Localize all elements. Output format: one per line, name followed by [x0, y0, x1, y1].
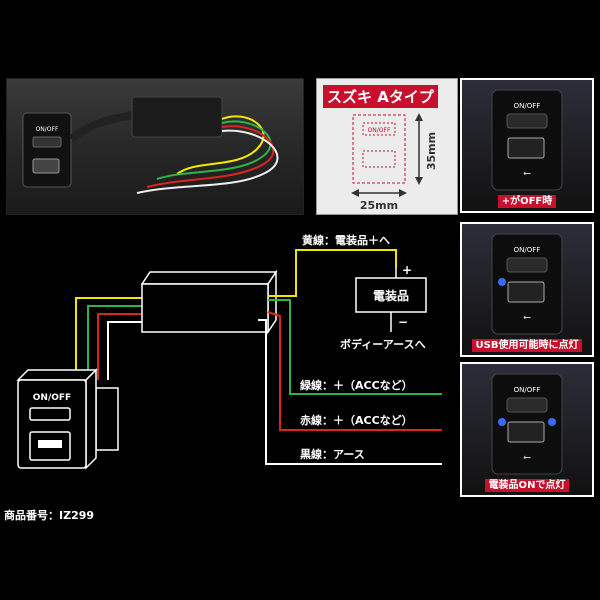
- red-wire: [146, 125, 275, 188]
- outline-usb: [362, 150, 396, 168]
- yellow-wire-out: [268, 249, 397, 297]
- usb-icon: ⭠: [523, 452, 531, 463]
- photo-accessory-on-state: ON/OFF ⭠ 電装品ONで点灯: [460, 362, 594, 497]
- photo-caption: 電装品ONで点灯: [462, 476, 592, 492]
- width-label: 25mm: [360, 199, 398, 212]
- switch-drawing: ON/OFF ⭠: [491, 233, 563, 335]
- height-arrow-bottom: [415, 177, 423, 185]
- rocker-button: [32, 136, 62, 148]
- accessory-box: [355, 277, 427, 313]
- plus-sign: +: [402, 263, 412, 277]
- diagram-switch-label: ON/OFF: [33, 393, 71, 403]
- dimension-drawing: ON/OFF 35mm 25mm: [351, 113, 438, 212]
- black-wire-out: [258, 319, 442, 465]
- usb-icon: ⭠: [523, 168, 531, 179]
- spec-title: スズキ Aタイプ: [323, 85, 438, 108]
- photo-caption: USB使用可能時に点灯: [462, 336, 592, 352]
- product-code: 商品番号：IZ299: [4, 509, 95, 522]
- switch-label: ON/OFF: [514, 102, 541, 110]
- rocker-button: [506, 113, 548, 129]
- switch-top: [16, 369, 98, 381]
- switch-body: [22, 112, 72, 188]
- switch-side: [85, 368, 97, 470]
- green-wire-out: [268, 299, 442, 395]
- control-box-side: [267, 269, 277, 335]
- usb-port: [507, 281, 545, 303]
- yellow-wire-label: 黄線：電装品＋へ: [302, 234, 390, 247]
- product-photo: ON/OFF: [6, 78, 304, 215]
- outline-box: [352, 114, 406, 184]
- body-ground-label: ボディーアースへ: [340, 338, 426, 351]
- green-wire-in: [87, 305, 150, 380]
- control-box-top: [140, 271, 278, 285]
- yellow-wire-in: [75, 297, 150, 380]
- control-box: [141, 283, 269, 333]
- switch-label: ON/OFF: [514, 246, 541, 254]
- switch-label: ON/OFF: [514, 386, 541, 394]
- minus-sign: −: [398, 315, 408, 329]
- product-photo-drawing: ON/OFF: [22, 96, 279, 194]
- outline-switch-label: ON/OFF: [368, 127, 391, 134]
- cable: [68, 110, 138, 143]
- outline-button: [362, 122, 396, 136]
- spec-panel: スズキ Aタイプ ON/OFF 35mm 25mm: [316, 78, 458, 215]
- led-indicator: [498, 278, 506, 286]
- photo-caption: +がOFF時: [462, 192, 592, 208]
- switch-unit: [17, 379, 87, 469]
- height-arrow-top: [415, 113, 423, 121]
- rocker-button: [506, 397, 548, 413]
- diagram-usb-port: [29, 431, 71, 461]
- switch-rear: [95, 387, 119, 451]
- caption-text: 電装品ONで点灯: [484, 479, 570, 492]
- height-label: 35mm: [425, 132, 438, 170]
- yellow-wire: [176, 115, 265, 175]
- green-wire-label: 緑線：＋（ACCなど）: [300, 379, 413, 392]
- rocker-button: [506, 257, 548, 273]
- usb-port: [507, 421, 545, 443]
- red-wire-in: [97, 313, 150, 380]
- photo-switch-label: ON/OFF: [36, 126, 59, 133]
- control-box: [131, 96, 223, 138]
- led-indicator-left: [498, 418, 506, 426]
- width-arrow-left: [351, 189, 359, 197]
- wiring-diagram: 電装品 + − ON/OFF: [16, 249, 442, 470]
- accessory-label: 電装品: [373, 288, 409, 303]
- caption-text: +がOFF時: [497, 195, 557, 208]
- photo-off-state: ON/OFF ⭠ +がOFF時: [460, 78, 594, 213]
- black-wire-in: [107, 321, 150, 380]
- switch-drawing: ON/OFF ⭠: [491, 89, 563, 191]
- white-wire: [136, 129, 279, 194]
- width-arrow-right: [399, 189, 407, 197]
- caption-text: USB使用可能時に点灯: [471, 339, 583, 352]
- black-wire-label: 黒線：アース: [300, 448, 365, 461]
- red-wire-label: 赤線：＋（ACCなど）: [300, 414, 413, 427]
- photo-usb-ready-state: ON/OFF ⭠ USB使用可能時に点灯: [460, 222, 594, 357]
- usb-port: [32, 158, 60, 174]
- switch-drawing: ON/OFF ⭠: [491, 373, 563, 475]
- red-wire-out: [267, 311, 442, 431]
- usb-icon: ⭠: [523, 312, 531, 323]
- usb-port: [507, 137, 545, 159]
- diagram-rocker: [29, 407, 71, 421]
- green-wire: [156, 120, 272, 180]
- led-indicator-right: [548, 418, 556, 426]
- usb-slot: [38, 440, 62, 448]
